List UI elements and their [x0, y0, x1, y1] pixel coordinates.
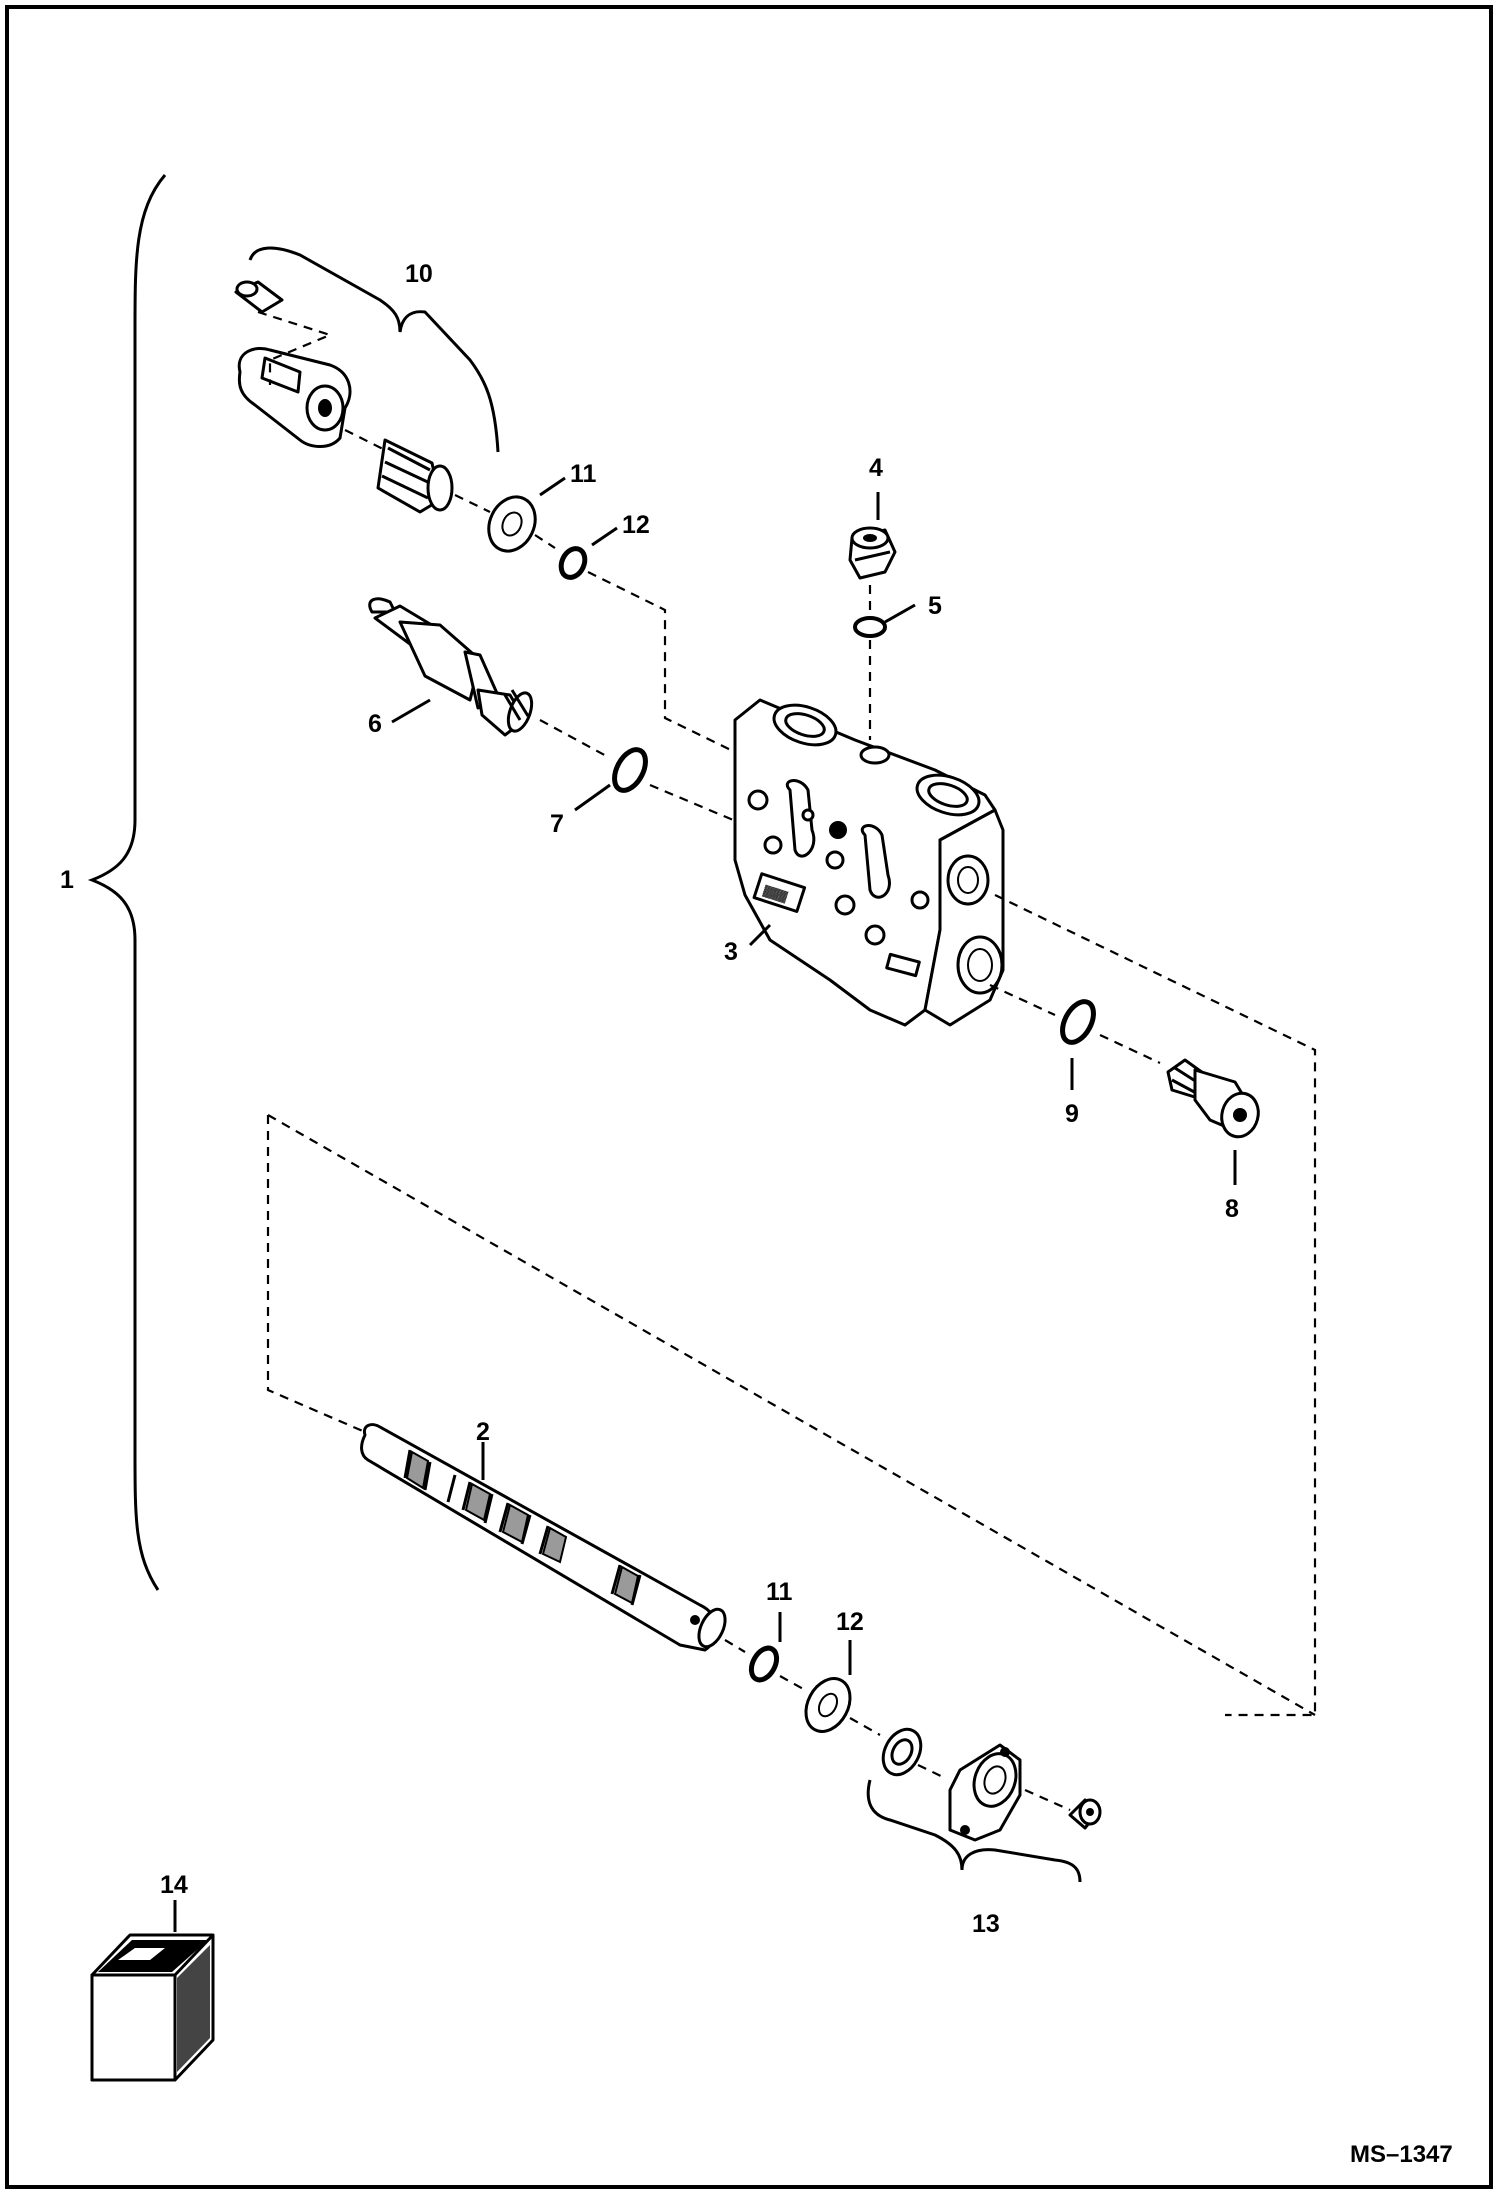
- callout-7: 7: [550, 810, 564, 838]
- leader-5: [884, 603, 916, 624]
- washer-bottom: [804, 1677, 852, 1733]
- o-ring-9: [1060, 999, 1096, 1045]
- valve-body: ▓▓▓: [733, 698, 1005, 1027]
- seal-13: [881, 1727, 923, 1777]
- callout-6: 6: [368, 710, 382, 738]
- brace-13: [866, 1779, 1082, 1883]
- callout-8: 8: [1225, 1195, 1239, 1223]
- callout-13: 13: [972, 1910, 1000, 1938]
- callout-14: 14: [160, 1871, 188, 1899]
- capscrew-bottom: [1068, 1798, 1102, 1830]
- kit-box: [90, 1933, 215, 2082]
- callout-3: 3: [724, 938, 738, 966]
- leader-7: [574, 783, 611, 812]
- leader-12a: [591, 526, 618, 547]
- o-ring-7: [612, 747, 648, 793]
- assembly-brace: [87, 174, 167, 1591]
- flange-13: [948, 1743, 1022, 1842]
- relief-cartridge: [368, 597, 534, 737]
- washer-top: [487, 495, 537, 553]
- o-ring-top: [558, 546, 588, 580]
- leader-3: [748, 923, 772, 947]
- leader-11a: [539, 476, 566, 497]
- o-ring-5: [853, 616, 887, 638]
- callout-2: 2: [476, 1418, 490, 1446]
- leader-6: [391, 698, 431, 724]
- spring: [376, 438, 454, 514]
- plug-4: [848, 526, 897, 580]
- callout-10: 10: [405, 260, 433, 288]
- plug-8: [1166, 1058, 1260, 1139]
- spool: [360, 1423, 727, 1652]
- callout-5: 5: [928, 592, 942, 620]
- callout-12-top: 12: [622, 511, 650, 539]
- callout-11-top: 11: [570, 460, 597, 488]
- page-border: [5, 5, 1493, 2189]
- callout-9: 9: [1065, 1100, 1079, 1128]
- drawing-code: MS–1347: [1350, 2141, 1453, 2168]
- o-ring-bottom: [748, 1645, 780, 1683]
- callout-11-bottom: 11: [766, 1578, 793, 1606]
- flange-cap: [237, 347, 352, 448]
- callout-4: 4: [869, 454, 883, 482]
- capscrew-top: [234, 280, 284, 314]
- callout-12-bottom: 12: [836, 1608, 864, 1636]
- callout-1: 1: [60, 866, 74, 894]
- brace-10: [248, 246, 500, 453]
